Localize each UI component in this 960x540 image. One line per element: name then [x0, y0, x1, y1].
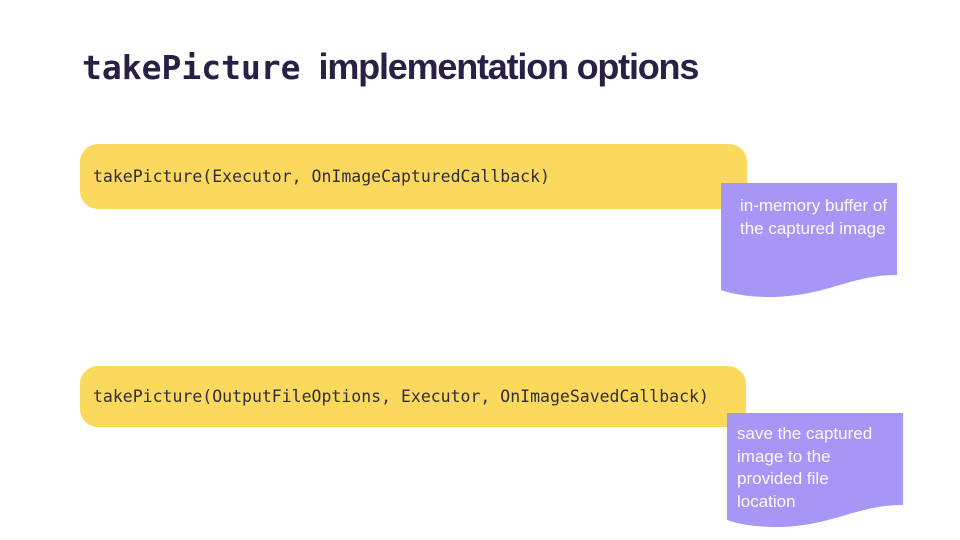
slide-title: takePicture implementation options [82, 46, 700, 88]
note-text-memory-buffer: in-memory buffer of the captured image [740, 196, 888, 238]
wave-note-shape [727, 413, 903, 528]
code-snippet-capture-callback: takePicture(Executor, OnImageCapturedCal… [93, 167, 550, 186]
code-snippet-saved-callback: takePicture(OutputFileOptions, Executor,… [93, 387, 709, 406]
title-code-keyword: takePicture [82, 48, 301, 87]
note-callout-memory-buffer: in-memory buffer of the captured image [721, 183, 897, 301]
wave-note-shape [721, 183, 897, 298]
code-box-image-saved: takePicture(OutputFileOptions, Executor,… [80, 366, 746, 427]
title-text: implementation options [318, 46, 700, 87]
code-box-image-capture: takePicture(Executor, OnImageCapturedCal… [80, 144, 747, 209]
note-text-save-file: save the captured image to the provided … [737, 424, 873, 511]
note-callout-save-file: save the captured image to the provided … [727, 413, 903, 531]
